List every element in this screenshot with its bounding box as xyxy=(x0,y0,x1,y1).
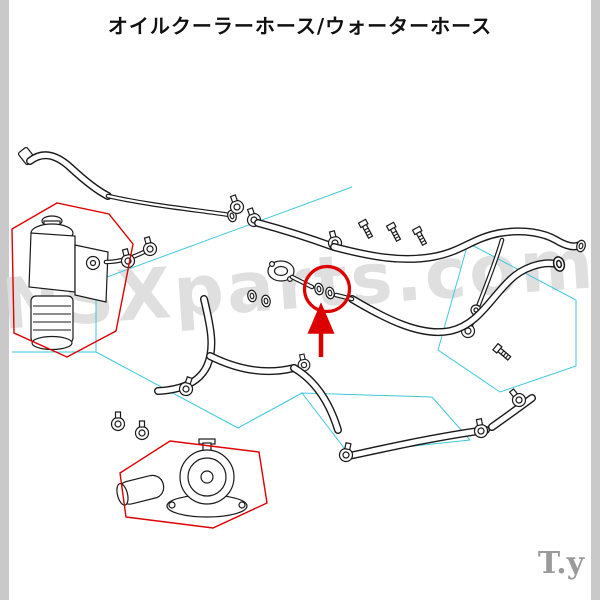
right-border-bar xyxy=(591,0,600,600)
cyan-line xyxy=(95,351,303,429)
left-border-bar xyxy=(0,0,9,600)
hose-line-art xyxy=(17,146,588,518)
hose-clamp-icon xyxy=(134,420,150,441)
cooler-assembly-red-outline xyxy=(119,440,268,529)
hose-clamp-icon xyxy=(110,411,126,432)
cyan-line xyxy=(300,392,472,454)
cyan-line xyxy=(12,186,353,353)
water-hose xyxy=(290,364,342,434)
hose-clamp-icon xyxy=(337,441,356,464)
page-title: オイルクーラーホース/ウォーターホース xyxy=(107,14,493,38)
bolt-icon xyxy=(492,343,513,362)
bolt-icon xyxy=(357,218,375,240)
pump-assembly-red-outline xyxy=(11,202,134,358)
red-highlight-layer xyxy=(11,202,352,529)
oil-cooler-assembly xyxy=(116,438,248,518)
brand-logo-text: T.y xyxy=(538,546,586,581)
